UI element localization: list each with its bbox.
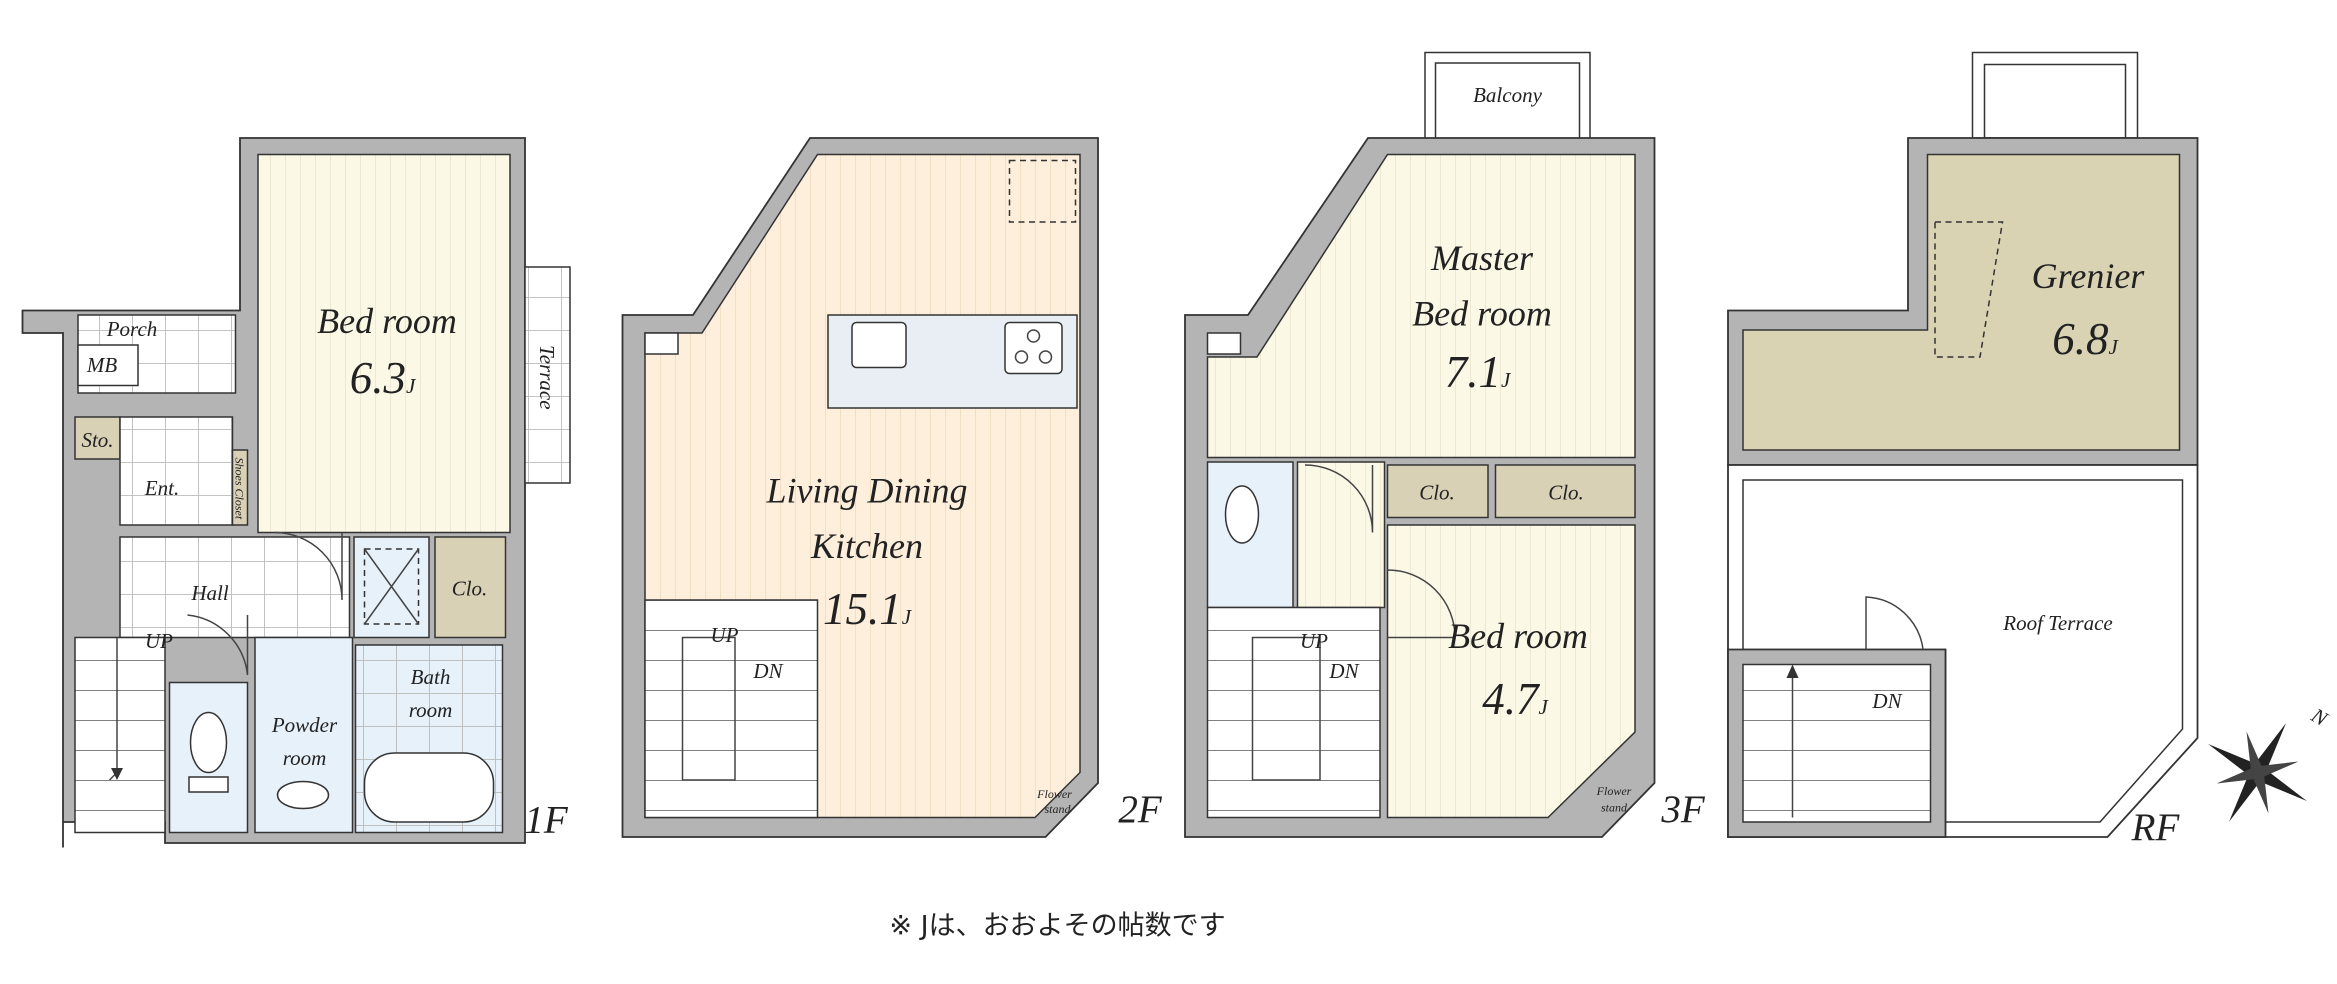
grenier-label: Grenier <box>2032 256 2146 296</box>
floor-label-rf: RF <box>2131 806 2181 849</box>
staircase <box>1206 606 1381 819</box>
clo-label: Clo. <box>452 577 488 601</box>
stove-icon <box>1004 321 1063 375</box>
toilet-icon <box>189 711 228 774</box>
clo-b-label: Clo. <box>1548 481 1584 505</box>
roof-terrace-label: Roof Terrace <box>2002 611 2112 635</box>
floor-3f: Balcony Master Bed room 7.1J Clo. Clo. B… <box>1184 51 1706 838</box>
dn-label: DN <box>752 659 783 683</box>
bath-label-2: room <box>409 698 453 722</box>
flower-stand-label-2: stand <box>1044 802 1071 816</box>
floor-label-2f: 2F <box>1118 788 1163 831</box>
closet <box>434 536 507 639</box>
terrace <box>524 266 571 484</box>
bedroom-floor <box>257 153 511 534</box>
shoes-closet-label: Shoes Closet <box>233 458 247 520</box>
master-bedroom-floor <box>1206 153 1636 459</box>
bedroom-area: 6.3J <box>350 353 417 403</box>
ldk-area: 15.1J <box>823 584 913 634</box>
flower-stand-label-2: stand <box>1601 801 1628 815</box>
hallway <box>1296 461 1386 609</box>
clo-a-label: Clo. <box>1419 481 1455 505</box>
grenier-area: 6.8J <box>2052 314 2119 364</box>
closet-b <box>1494 464 1636 519</box>
compass-rose-icon <box>2208 723 2307 822</box>
powder-label: Powder <box>271 713 338 737</box>
sink-icon <box>851 321 907 369</box>
balcony-label: Balcony <box>1473 83 1542 107</box>
flower-stand-label: Flower <box>1036 787 1072 801</box>
master-area: 7.1J <box>1445 347 1512 397</box>
ent-label: Ent. <box>144 476 179 500</box>
sink-icon <box>276 780 330 810</box>
dn-label: DN <box>1328 659 1359 683</box>
shoes-closet <box>231 449 249 526</box>
area-unit-note: ※ Jは、おおよその帖数です <box>889 911 1225 942</box>
up-label: UP <box>1300 629 1328 653</box>
compass-north-label: N <box>2307 703 2333 732</box>
closet-a <box>1386 464 1489 519</box>
bath-label: Bath <box>411 665 451 689</box>
floor-label-1f: 1F <box>524 799 569 842</box>
terrace-label: Terrace <box>535 345 559 410</box>
floor-label-3f: 3F <box>1660 788 1706 831</box>
bedroom-label: Bed room <box>317 301 457 341</box>
floor-1f: Bed room 6.3J Porch MB Sto. Ent. Shoes C… <box>21 137 571 848</box>
master-label: Master <box>1430 238 1534 278</box>
mb-label: MB <box>86 353 117 377</box>
up-label: UP <box>145 629 173 653</box>
floor-2f: Living Dining Kitchen 15.1J UP DN Flower… <box>621 137 1163 838</box>
floor-rf: Grenier 6.8J Roof Terrace DN RF <box>1727 51 2199 849</box>
bedroom-floor <box>1386 524 1636 819</box>
porch-label: Porch <box>106 317 158 341</box>
hall-label: Hall <box>190 581 229 605</box>
meter-box <box>77 344 139 387</box>
staircase <box>644 599 819 819</box>
hall <box>119 536 351 639</box>
dn-label: DN <box>1871 689 1902 713</box>
balcony <box>1424 51 1591 144</box>
up-label: UP <box>711 623 739 647</box>
powder-label-2: room <box>283 746 327 770</box>
entrance <box>119 416 234 526</box>
staircase <box>74 636 166 834</box>
master-label-2: Bed room <box>1412 294 1552 334</box>
bathtub-icon <box>363 752 495 823</box>
toilet-icon <box>1224 485 1260 544</box>
sto-label: Sto. <box>81 428 113 452</box>
staircase <box>1742 663 1932 823</box>
grenier-floor <box>1742 153 2181 451</box>
ldk-label-2: Kitchen <box>810 526 923 566</box>
ldk-label: Living Dining <box>765 471 967 511</box>
bedroom-label: Bed room <box>1448 616 1588 656</box>
flower-stand-label: Flower <box>1596 784 1632 798</box>
bedroom-area: 4.7J <box>1482 674 1549 724</box>
